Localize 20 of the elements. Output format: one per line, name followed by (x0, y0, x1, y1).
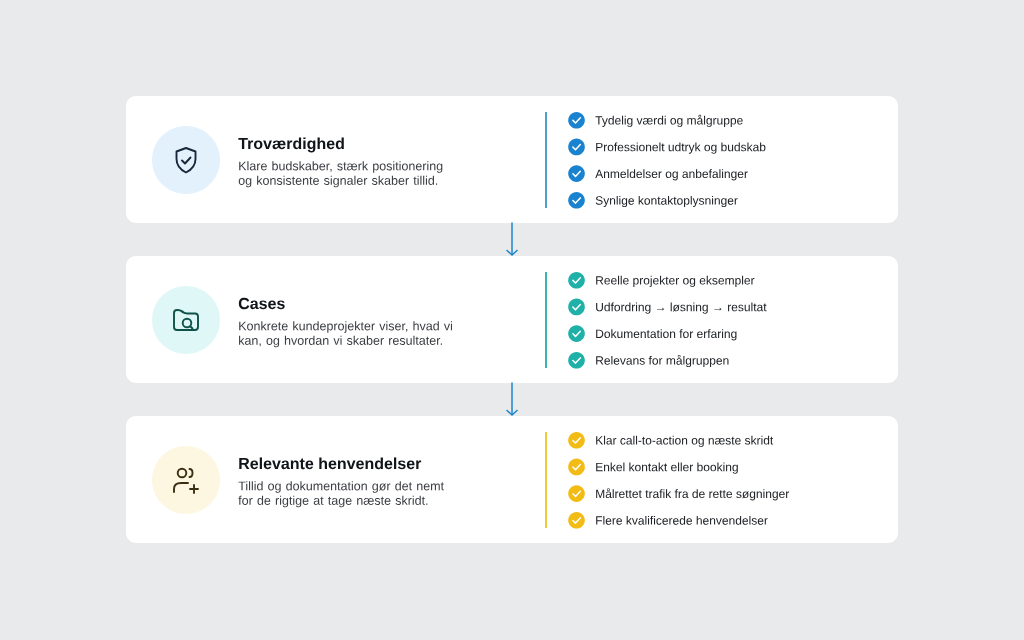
arrow (505, 382, 519, 416)
list-item: Enkel kontakt eller booking (596, 462, 738, 474)
list-item: Tydelig værdi og målgruppe (595, 114, 743, 127)
list-item: Anmeldelser og anbefalinger (595, 169, 748, 181)
list-item: Professionelt udtryk og budskab (596, 142, 766, 154)
heading: Cases (238, 297, 285, 310)
description: Tillid og dokumentation gør det nemt for de rigtige at tage næste skridt. (238, 481, 444, 508)
description: Konkrete kundeprojekter viser, hvad vi kan, og hvordan vi skaber resultater. (239, 321, 452, 348)
arrow (505, 222, 519, 256)
heading: Relevante henvendelser (239, 457, 422, 470)
heading: Troværdighed (238, 137, 344, 153)
list-item: Målrettet trafik fra de rette søgninger (596, 488, 790, 501)
description: Klare budskaber, stærk positionering og konsistente signaler skaber tillid. (238, 161, 443, 188)
list-item: Udfordring → løsning → resultat (596, 302, 767, 314)
list-item: Klar call-to-action og næste skridt (596, 435, 774, 447)
list-item: Flere kvalificerede henvendelser (596, 515, 768, 525)
list-item: Reelle projekter og eksempler (596, 275, 755, 287)
list-item: Relevans for målgruppen (596, 354, 729, 368)
list-item: Dokumentation for erfaring (596, 329, 737, 341)
list-item: Synlige kontaktoplysninger (595, 195, 738, 208)
